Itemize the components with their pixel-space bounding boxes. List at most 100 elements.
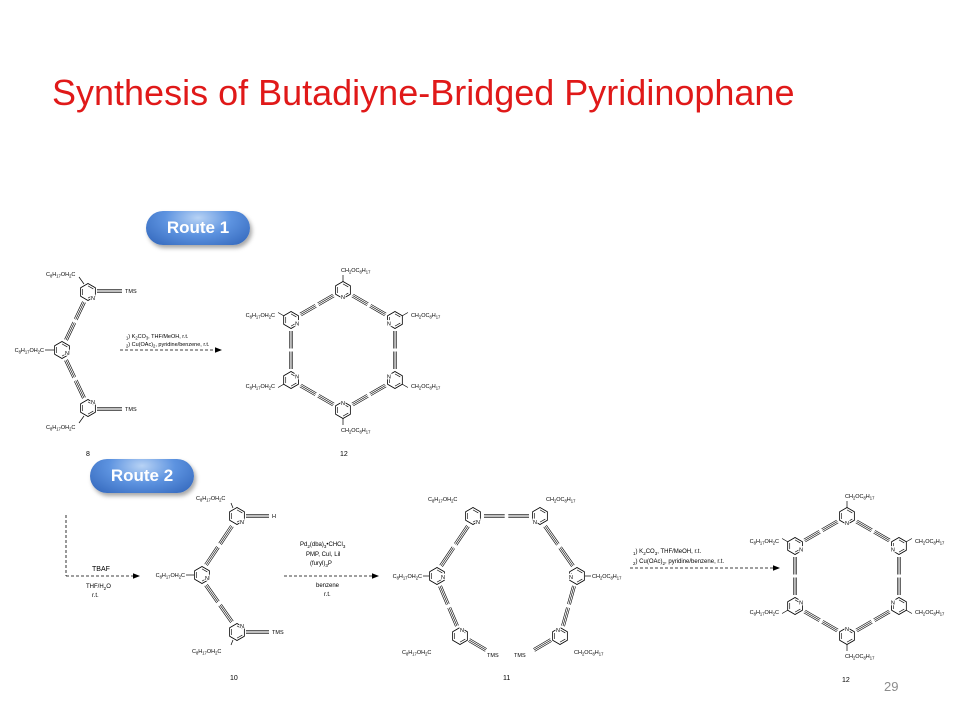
- pyridine-ring: [569, 567, 585, 585]
- triple-bond: [219, 525, 233, 545]
- side-chain-bond: [230, 502, 234, 509]
- triple-bond: [447, 608, 456, 627]
- side-chain-label: CH2OC8H17: [845, 654, 875, 661]
- compound-12b-number: 12: [842, 677, 850, 684]
- n-atom-bg: [798, 599, 804, 606]
- n-atom: N: [91, 296, 95, 302]
- side-chain-label: CH2OC8H17: [574, 650, 604, 657]
- triple-bond: [352, 295, 368, 305]
- n-atom-bg: [239, 518, 245, 525]
- compound-10-number: 10: [230, 675, 238, 682]
- triple-bond: [534, 641, 552, 652]
- triple-bond: [440, 547, 454, 567]
- side-chain-label: C8H17OH2C: [156, 573, 185, 580]
- side-chain-label: C8H17OH2C: [246, 313, 275, 320]
- triple-bond: [318, 295, 334, 305]
- triple-bond: [317, 396, 333, 407]
- side-chain-label: C8H17OH2C: [246, 384, 275, 391]
- triple-bond: [821, 622, 837, 633]
- triple-bond: [558, 548, 572, 568]
- step-1-solvent: benzene: [316, 583, 340, 589]
- n-atom: N: [460, 628, 464, 634]
- tms-label: TMS: [272, 630, 284, 636]
- side-chain-bond: [402, 383, 409, 388]
- double-bond: [61, 343, 68, 348]
- triple-bond: [370, 305, 386, 315]
- triple-bond: [874, 530, 891, 540]
- side-chain-label: C8H17OH2C: [192, 649, 221, 656]
- n-atom: N: [845, 521, 849, 527]
- n-atom-bg: [64, 349, 70, 356]
- triple-bond: [564, 607, 570, 627]
- triple-bond: [352, 395, 368, 405]
- triple-bond: [856, 621, 872, 631]
- slide-title: Synthesis of Butadiyne-Bridged Pyridinop…: [52, 72, 795, 113]
- triple-bond: [567, 585, 573, 605]
- n-atom-bg: [386, 373, 392, 380]
- double-bond: [342, 283, 349, 288]
- triple-bond: [805, 609, 821, 620]
- condition-line: 2) Cu(OAc)2, pyridine/benzene, r.t.: [126, 342, 210, 349]
- double-bond: [394, 373, 401, 378]
- triple-bond: [822, 621, 838, 631]
- double-bond: [794, 539, 801, 544]
- triple-bond: [204, 546, 217, 565]
- triple-bond: [438, 586, 447, 606]
- triple-bond: [67, 359, 76, 377]
- triple-bond: [561, 607, 567, 626]
- n-atom: N: [799, 601, 803, 607]
- triple-bond: [803, 530, 820, 540]
- double-bond: [236, 509, 243, 514]
- n-atom-bg: [532, 518, 538, 525]
- double-bond: [459, 638, 466, 643]
- pyridine-ring: [552, 627, 568, 645]
- triple-bond: [65, 359, 75, 378]
- double-bond: [559, 638, 566, 643]
- triple-bond: [318, 395, 334, 405]
- double-bond: [236, 634, 243, 639]
- triple-bond: [219, 604, 233, 623]
- side-chain-label: C8H17OH2C: [46, 425, 75, 432]
- triple-bond: [67, 323, 76, 341]
- triple-bond: [207, 547, 220, 567]
- triple-bond: [442, 548, 455, 568]
- triple-bond: [75, 301, 85, 320]
- triple-bond: [873, 609, 889, 620]
- triple-bond: [65, 322, 75, 341]
- triple-bond: [64, 360, 74, 379]
- compound-12-number: 12: [340, 451, 348, 458]
- triple-bond: [370, 386, 387, 396]
- triple-bond: [369, 383, 385, 394]
- side-chain-label: C8H17OH2C: [46, 272, 75, 279]
- compound-11-number: 11: [503, 675, 510, 682]
- n-atom-bg: [475, 518, 481, 525]
- side-chain-bond: [781, 609, 788, 614]
- arrow-head: [773, 565, 780, 571]
- triple-bond: [857, 622, 873, 633]
- side-chain-label: CH2OC8H17: [341, 268, 371, 275]
- double-bond: [898, 599, 905, 604]
- step-2-condition: 1) K2CO3, THF/MeOH, r.t.: [633, 549, 701, 556]
- triple-bond: [299, 386, 316, 396]
- triple-bond: [353, 396, 369, 407]
- triple-bond: [218, 605, 231, 624]
- n-atom: N: [476, 520, 480, 526]
- side-chain-bond: [906, 538, 913, 543]
- triple-bond: [454, 524, 467, 544]
- triple-bond: [450, 606, 459, 626]
- triple-bond: [856, 521, 872, 531]
- triple-bond: [570, 586, 576, 605]
- side-chain-label: CH2OC8H17: [915, 610, 945, 617]
- tbaf-label: TBAF: [92, 566, 110, 573]
- tms-label: TMS: [514, 653, 526, 659]
- double-bond: [436, 569, 443, 574]
- n-atom-bg: [798, 546, 804, 553]
- triple-bond: [804, 531, 820, 541]
- triple-bond: [74, 301, 83, 319]
- n-atom: N: [441, 575, 445, 581]
- side-chain-bond: [906, 609, 913, 614]
- double-bond: [539, 509, 546, 514]
- triple-bond: [822, 521, 838, 531]
- double-bond: [846, 638, 853, 643]
- n-atom-bg: [204, 574, 210, 581]
